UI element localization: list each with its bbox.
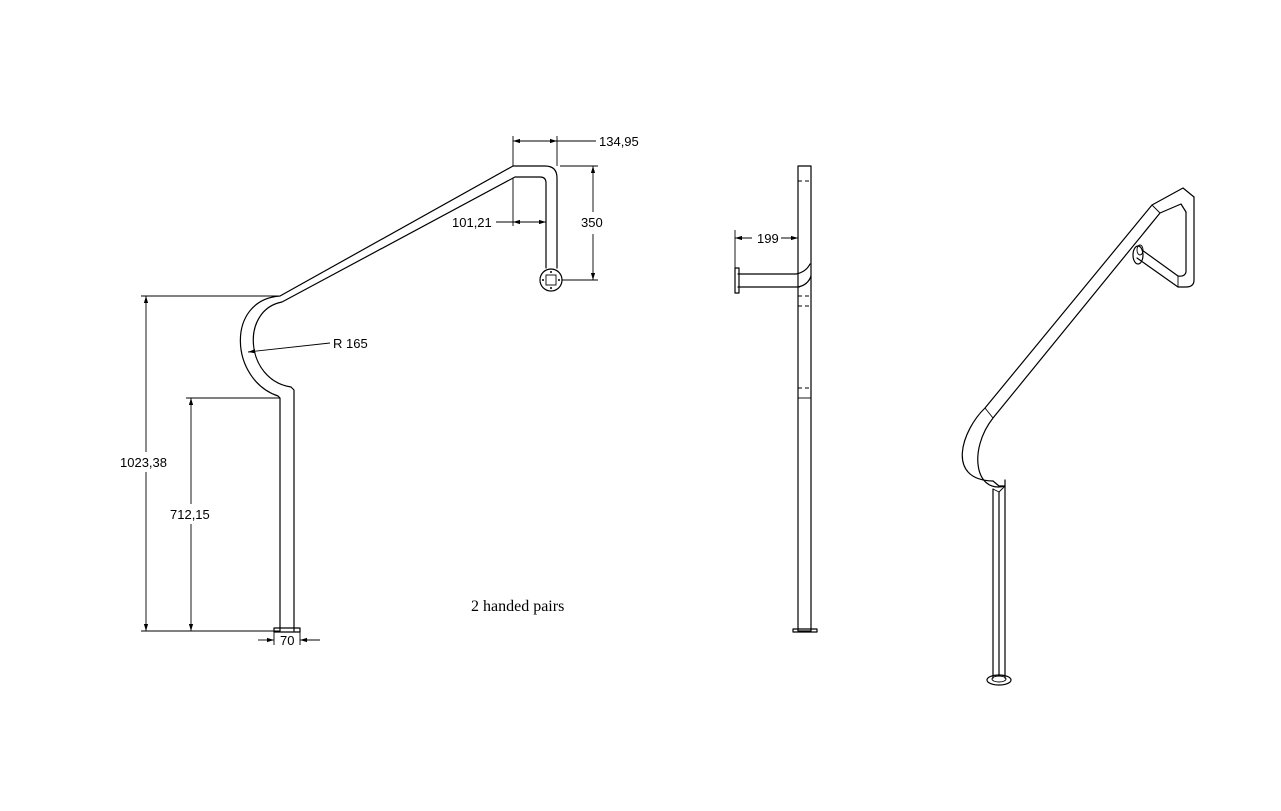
iso-post <box>992 479 1006 679</box>
side-bracket-arm <box>737 263 812 288</box>
dim-bracket-depth: 101,21 <box>452 215 492 230</box>
side-view <box>734 165 818 633</box>
dim-post-height: 712,15 <box>170 507 210 522</box>
base-plate <box>273 627 301 633</box>
dim-radius: R 165 <box>333 336 368 351</box>
dim-bracket-drop: 350 <box>581 215 603 230</box>
front-view <box>239 165 563 633</box>
front-dimensions: 134,95 101,21 350 R 165 1023,38 712,15 7… <box>120 134 639 648</box>
side-dimensions: 199 <box>734 230 798 268</box>
iso-rail-outer <box>961 187 1195 482</box>
handrail-inner-outline <box>252 176 547 632</box>
handrail-outer-outline <box>239 165 558 632</box>
iso-base-plate <box>986 674 1012 686</box>
side-base-plate <box>792 628 818 633</box>
dim-wall-offset: 199 <box>757 231 779 246</box>
side-wall-flange <box>734 267 740 294</box>
wall-flange <box>539 268 563 292</box>
isometric-view <box>961 187 1195 686</box>
dim-overall-height: 1023,38 <box>120 455 167 470</box>
iso-rail-inner <box>977 203 1187 488</box>
side-post <box>797 165 812 632</box>
dim-post-width: 70 <box>280 633 294 648</box>
drawing-note: 2 handed pairs <box>471 598 564 615</box>
dim-top-offset: 134,95 <box>599 134 639 149</box>
